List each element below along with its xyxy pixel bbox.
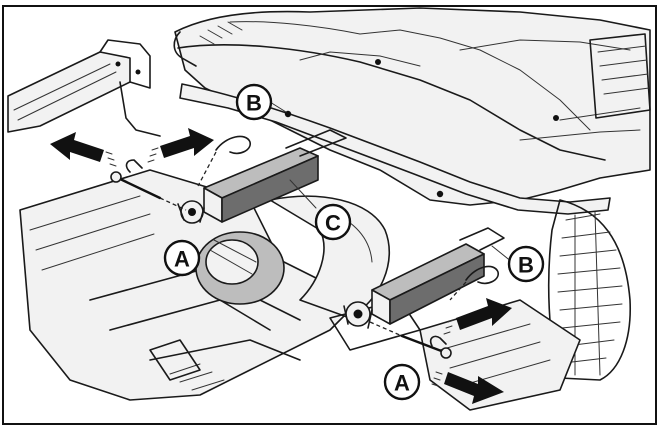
tractor-chassis: [173, 7, 651, 206]
lower-lift-bracket: [343, 227, 505, 329]
arrow-right-out-bottom: [431, 371, 504, 404]
svg-text:B: B: [518, 253, 534, 278]
callout-c-center: C: [314, 203, 352, 241]
callout-b-right: B: [507, 245, 545, 283]
svg-text:C: C: [325, 211, 341, 236]
callout-b-top: B: [235, 83, 273, 121]
bottom-pin-and-clip: [369, 265, 499, 359]
arrow-right-in-bottom: [443, 298, 512, 335]
front-tyre: [547, 199, 631, 381]
mower-frame-left-rail: [7, 39, 161, 137]
diagram-frame: [2, 5, 657, 425]
svg-text:B: B: [246, 91, 262, 116]
front-bumper-bar: [179, 83, 611, 215]
svg-text:A: A: [394, 371, 410, 396]
left-pin-and-clip: [110, 135, 251, 211]
arrow-right-in-top: [147, 128, 214, 163]
callout-a-left: A: [163, 239, 201, 277]
arrow-left-out: [50, 132, 117, 167]
upper-lift-bracket: [177, 129, 347, 224]
callout-a-bottom: A: [383, 363, 421, 401]
svg-text:A: A: [174, 247, 190, 272]
